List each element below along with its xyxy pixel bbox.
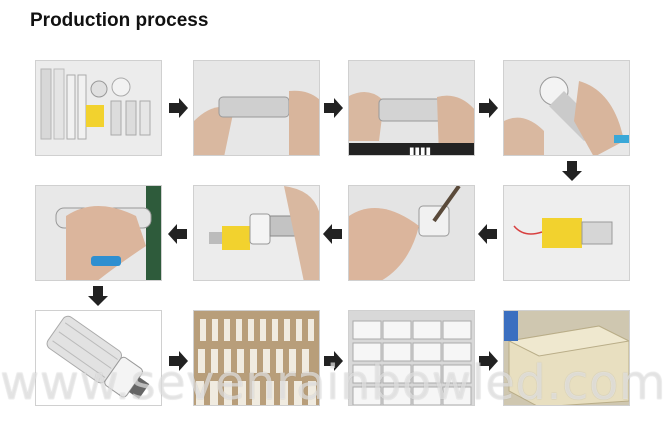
arrow-left-icon <box>168 224 187 244</box>
step-photo-insert-board <box>193 60 320 156</box>
step-photo-attach-base <box>193 185 320 281</box>
step-photo-finished-lamp <box>35 310 162 406</box>
step-photo-components <box>35 60 162 156</box>
arrow-right-icon <box>479 351 498 371</box>
page-title: Production process <box>30 10 209 31</box>
arrow-right-icon <box>169 351 188 371</box>
step-photo-assemble-head <box>503 60 630 156</box>
step-photo-fit-cap: ▮▮▮▮ <box>348 60 475 156</box>
step-photo-batch-inspection <box>193 310 320 406</box>
arrow-down-icon <box>88 286 108 306</box>
step-photo-carton-packing <box>503 310 630 406</box>
step-photo-wire-driver <box>503 185 630 281</box>
arrow-left-icon <box>323 224 342 244</box>
arrow-right-icon <box>169 98 188 118</box>
step-photo-solder <box>348 185 475 281</box>
arrow-right-icon <box>324 98 343 118</box>
arrow-down-icon <box>562 161 582 181</box>
arrow-left-icon <box>478 224 497 244</box>
svg-text:▮▮▮▮: ▮▮▮▮ <box>409 146 431 156</box>
arrow-right-icon <box>479 98 498 118</box>
arrow-right-icon <box>324 351 343 371</box>
step-photo-boxing <box>348 310 475 406</box>
step-photo-test <box>35 185 162 281</box>
